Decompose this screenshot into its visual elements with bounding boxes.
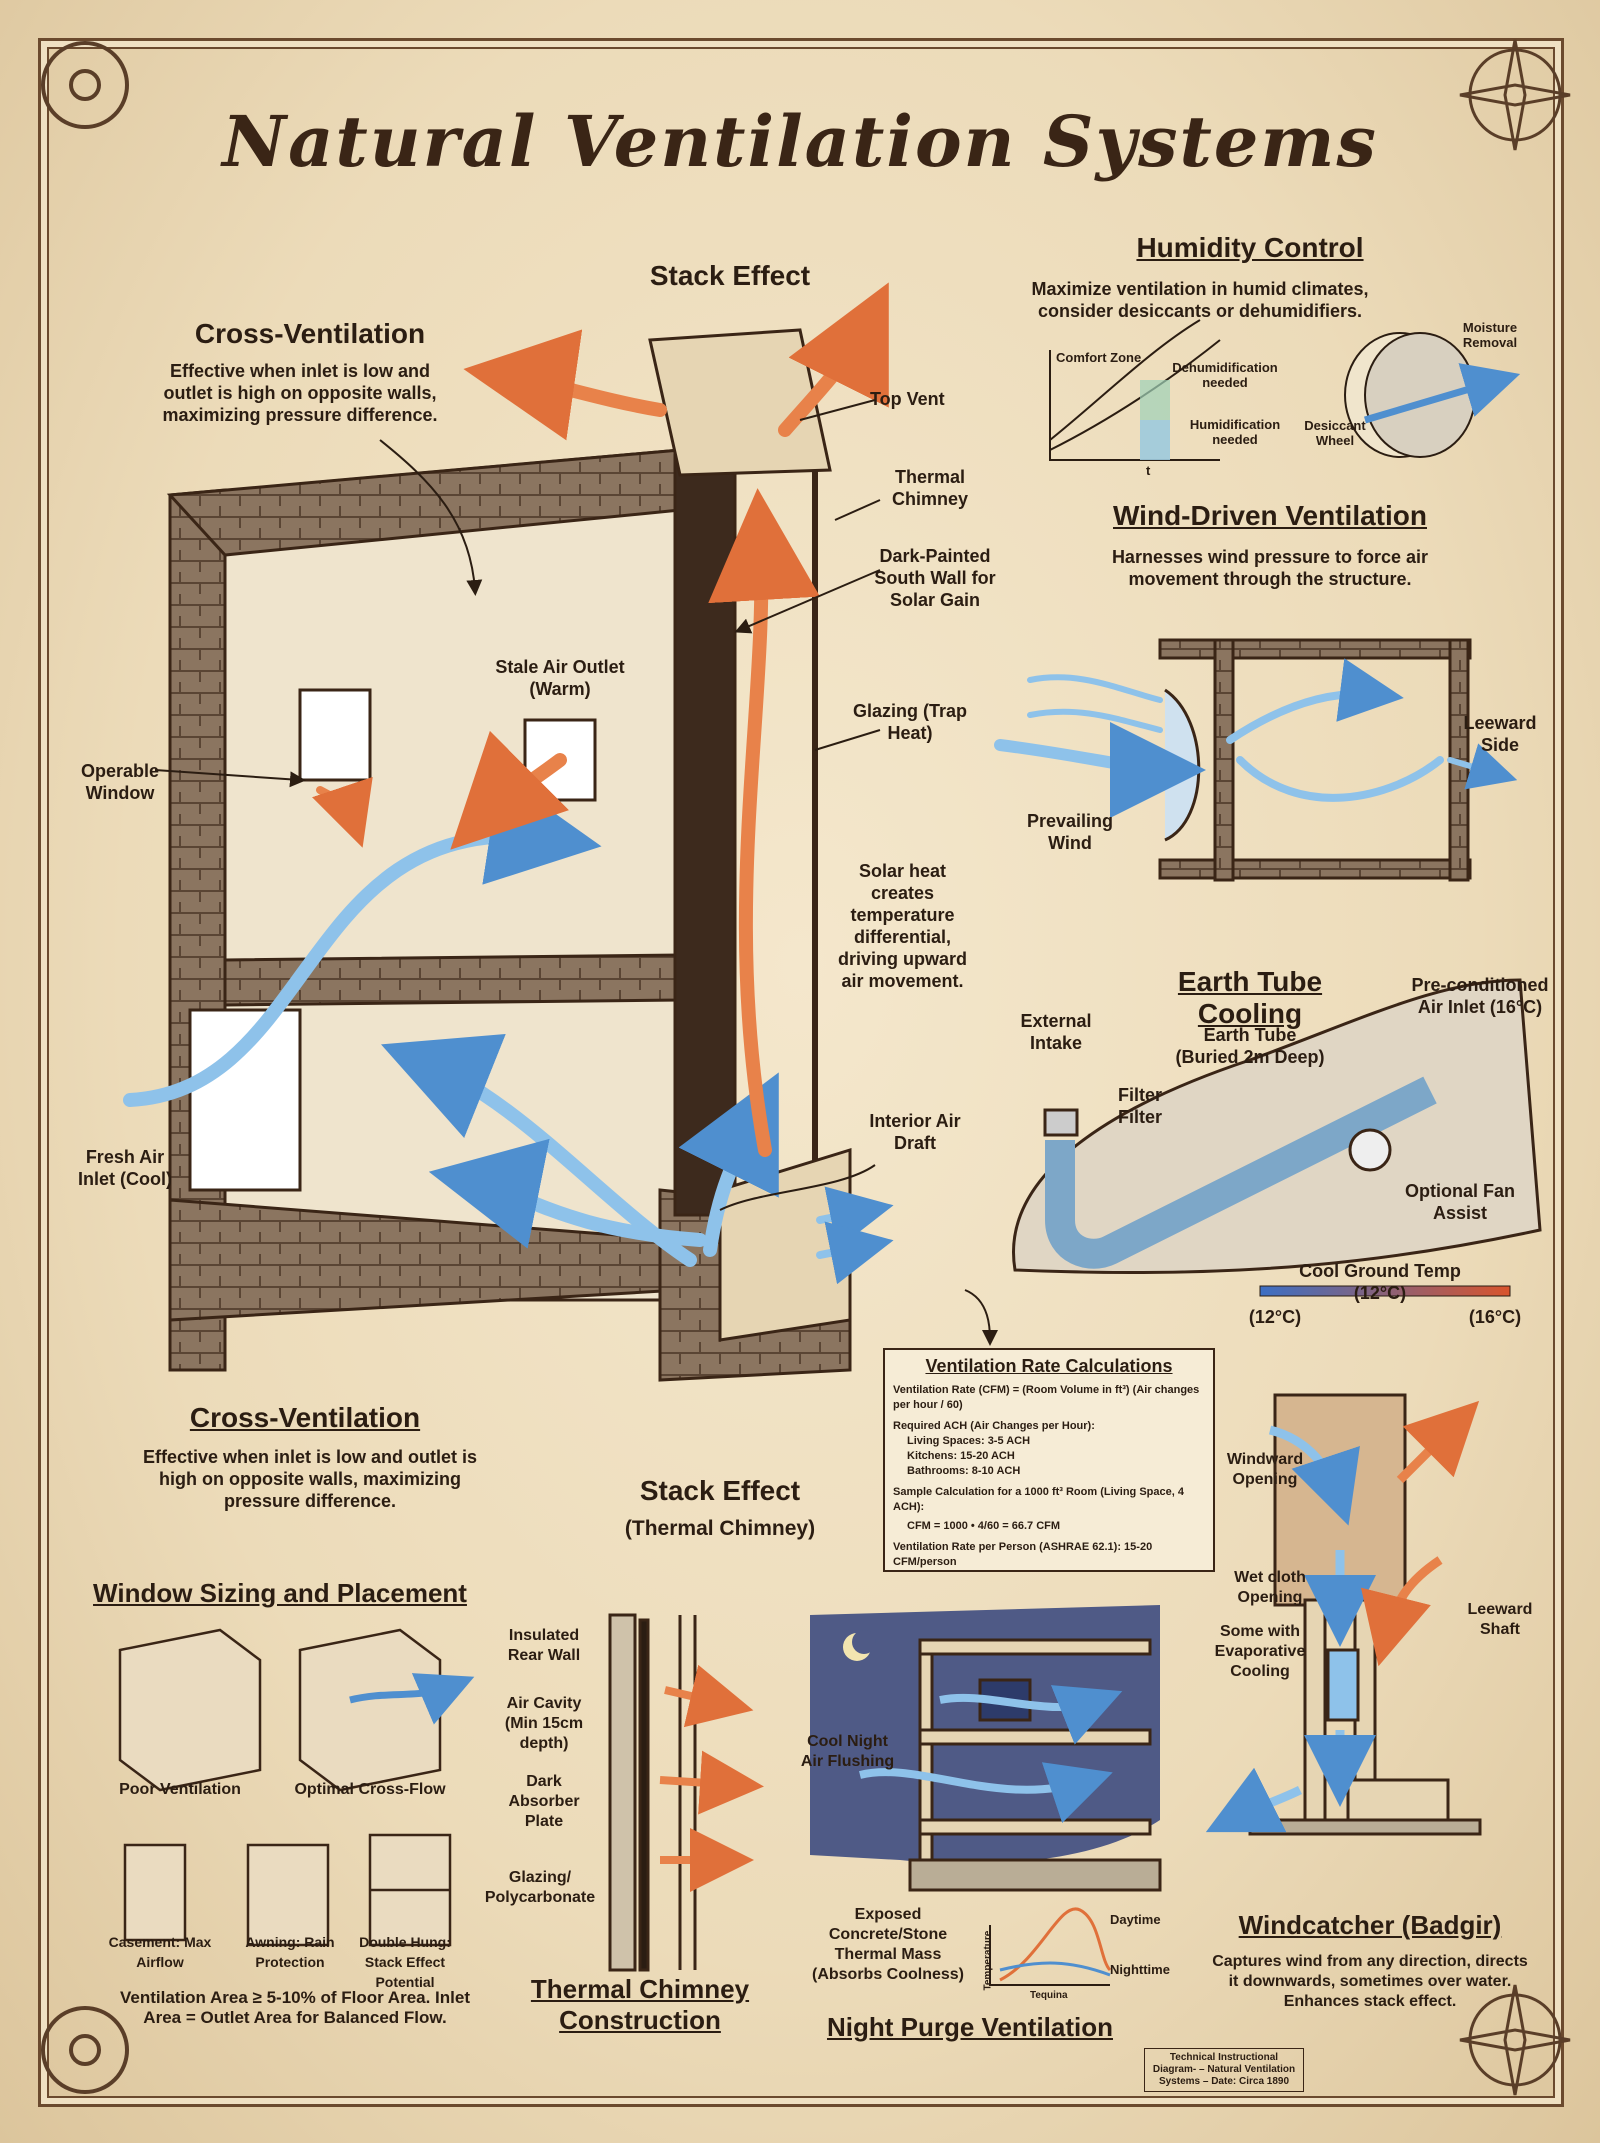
- poor-ventilation-label: Poor Ventilation: [119, 1781, 241, 1798]
- gradient-low-label: (12°C): [1248, 1307, 1302, 1327]
- double-hung-label: Double Hung: Stack Effect Potential: [359, 1934, 451, 1990]
- window-sizing-heading: Window Sizing and Placement: [93, 1578, 467, 1608]
- preconditioned-label: Pre-conditioned Air Inlet (16°C): [1411, 975, 1549, 1017]
- calc-bathrooms: Bathrooms: 8-10 ACH: [907, 1465, 1021, 1477]
- calc-heading: Ventilation Rate Calculations: [925, 1356, 1173, 1376]
- wheel-label: Desiccant Wheel: [1304, 418, 1366, 448]
- external-intake-label: External Intake: [1020, 1011, 1092, 1053]
- calc-living: Living Spaces: 3-5 ACH: [907, 1435, 1031, 1447]
- ornate-border: [38, 38, 1564, 2107]
- earth-tube: [1012, 978, 1542, 1275]
- wind-building: [1158, 638, 1472, 882]
- wet-cloth-label: Wet cloth Opening: [1234, 1569, 1306, 1606]
- interior-draft-label: Interior Air Draft: [869, 1111, 961, 1153]
- humidity-text: Maximize ventilation in humid climates, …: [1031, 279, 1369, 321]
- fan-assist-label: Optional Fan Assist: [1405, 1181, 1515, 1223]
- windcatcher-heading: Windcatcher (Badgir): [1238, 1910, 1502, 1940]
- leader-lines: [154, 399, 998, 1346]
- ground-temp-label: Cool Ground Temp (12°C): [1299, 1261, 1461, 1303]
- night-chart-ylabel: Temperature: [982, 1930, 994, 1991]
- stale-air-label: Stale Air Outlet (Warm): [495, 657, 625, 699]
- night-chart-xlabel: Tequina: [1030, 1990, 1068, 2001]
- gear-icon: [41, 41, 129, 2094]
- calc-sample: Sample Calculation for a 1000 ft³ Room (…: [893, 1486, 1184, 1513]
- absorber-label: Dark Absorber Plate: [508, 1773, 580, 1830]
- calc-cfm: CFM = 1000 • 4/60 = 66.7 CFM: [907, 1520, 1061, 1532]
- temperature-gradient-bar: [1259, 1285, 1511, 1297]
- humidity-axis-label: t: [1146, 463, 1151, 478]
- stack-effect-heading: Stack Effect: [649, 260, 811, 291]
- air-cavity-label: Air Cavity (Min 15cm depth): [504, 1695, 584, 1752]
- cross-vent-bottom-text: Effective when inlet is low and outlet i…: [142, 1447, 478, 1511]
- wind-text: Harnesses wind pressure to force air mov…: [1111, 547, 1429, 589]
- calculation-box: Ventilation Rate Calculations Ventilatio…: [883, 1348, 1215, 1572]
- windward-label: Windward Opening: [1226, 1451, 1304, 1488]
- optimal-flow-label: Optimal Cross-Flow: [294, 1781, 446, 1798]
- daytime-label: Daytime: [1110, 1912, 1161, 1927]
- cross-flow-arrow: [349, 1673, 475, 1725]
- glazing-poly-label: Glazing/ Polycarbonate: [484, 1869, 596, 1906]
- window-icons: [118, 1628, 452, 1947]
- diagram-stamp: Technical Instructional Diagram- – Natur…: [1144, 2048, 1304, 2092]
- humidity-heading: Humidity Control: [1136, 232, 1364, 263]
- thermal-mass-label: Exposed Concrete/Stone Thermal Mass (Abs…: [811, 1906, 964, 1983]
- stack-effect-bottom-heading: Stack Effect: [639, 1475, 801, 1506]
- wind-heading: Wind-Driven Ventilation: [1113, 500, 1427, 531]
- hum-label: Humidification needed: [1189, 417, 1281, 447]
- calc-ach-heading: Required ACH (Air Changes per Hour):: [893, 1420, 1095, 1432]
- cross-vent-top-text: Effective when inlet is low and outlet i…: [162, 361, 438, 425]
- airflow-arrows: [123, 282, 894, 1285]
- nighttime-label: Nighttime: [1110, 1962, 1170, 1977]
- dark-wall-label: Dark-Painted South Wall for Solar Gain: [874, 546, 996, 610]
- prevailing-wind-label: Prevailing Wind: [1026, 811, 1114, 853]
- cross-vent-top-heading: Cross-Ventilation: [194, 318, 426, 349]
- solar-note: Solar heat creates temperature different…: [837, 861, 967, 991]
- filter-label: Filter Filter: [1117, 1085, 1162, 1127]
- top-vent-label: Top Vent: [870, 389, 945, 409]
- glazing-label: Glazing (Trap Heat): [852, 701, 967, 743]
- windcatcher-text: Captures wind from any direction, direct…: [1212, 1953, 1528, 2010]
- calc-formula: Ventilation Rate (CFM) = (Room Volume in…: [893, 1384, 1200, 1411]
- calc-kitchens: Kitchens: 15-20 ACH: [907, 1450, 1015, 1462]
- dehum-label: Dehumidification needed: [1172, 360, 1278, 390]
- leeward-shaft-label: Leeward Shaft: [1467, 1601, 1533, 1638]
- moisture-label: Moisture Removal: [1462, 320, 1518, 350]
- thermal-chimney-heading: Thermal Chimney Construction: [530, 1974, 750, 2035]
- gradient-high-label: (16°C): [1468, 1307, 1522, 1327]
- awning-label: Awning: Rain Protection: [245, 1934, 335, 1970]
- humidity-chart: [1049, 319, 1521, 461]
- page-title: Natural Ventilation Systems: [222, 100, 1378, 183]
- compass-icon: [1459, 39, 1571, 2096]
- comfort-zone-label: Comfort Zone: [1056, 350, 1142, 365]
- earth-tube-label: Earth Tube (Buried 2m Deep): [1175, 1025, 1325, 1067]
- thermal-chimney-label: Thermal Chimney: [891, 467, 969, 509]
- night-purge-heading: Night Purge Ventilation: [826, 2012, 1113, 2042]
- wind-arrows: [994, 658, 1518, 818]
- stack-effect-bottom-sub: (Thermal Chimney): [624, 1517, 816, 1540]
- evaporative-label: Some with Evaporative Cooling: [1214, 1623, 1306, 1680]
- window-note: Ventilation Area ≥ 5-10% of Floor Area. …: [119, 1988, 471, 2027]
- fresh-air-label: Fresh Air Inlet (Cool): [78, 1147, 172, 1189]
- night-flushing-label: Cool Night Air Flushing: [800, 1733, 895, 1770]
- windcatcher-arrows: [1205, 1400, 1480, 1833]
- leeward-side-label: Leeward Side: [1463, 713, 1537, 755]
- calc-per-person: Ventilation Rate per Person (ASHRAE 62.1…: [893, 1541, 1153, 1568]
- night-purge-diagram: [810, 1605, 1162, 1986]
- earth-tube-heading: Earth Tube Cooling: [1177, 966, 1323, 1029]
- operable-window-label: Operable Window: [80, 761, 160, 803]
- insulated-wall-label: Insulated Rear Wall: [507, 1627, 581, 1664]
- cross-vent-bottom-heading: Cross-Ventilation: [189, 1402, 421, 1433]
- casement-label: Casement: Max Airflow: [108, 1934, 212, 1970]
- thermal-chimney-section: [608, 1613, 764, 1972]
